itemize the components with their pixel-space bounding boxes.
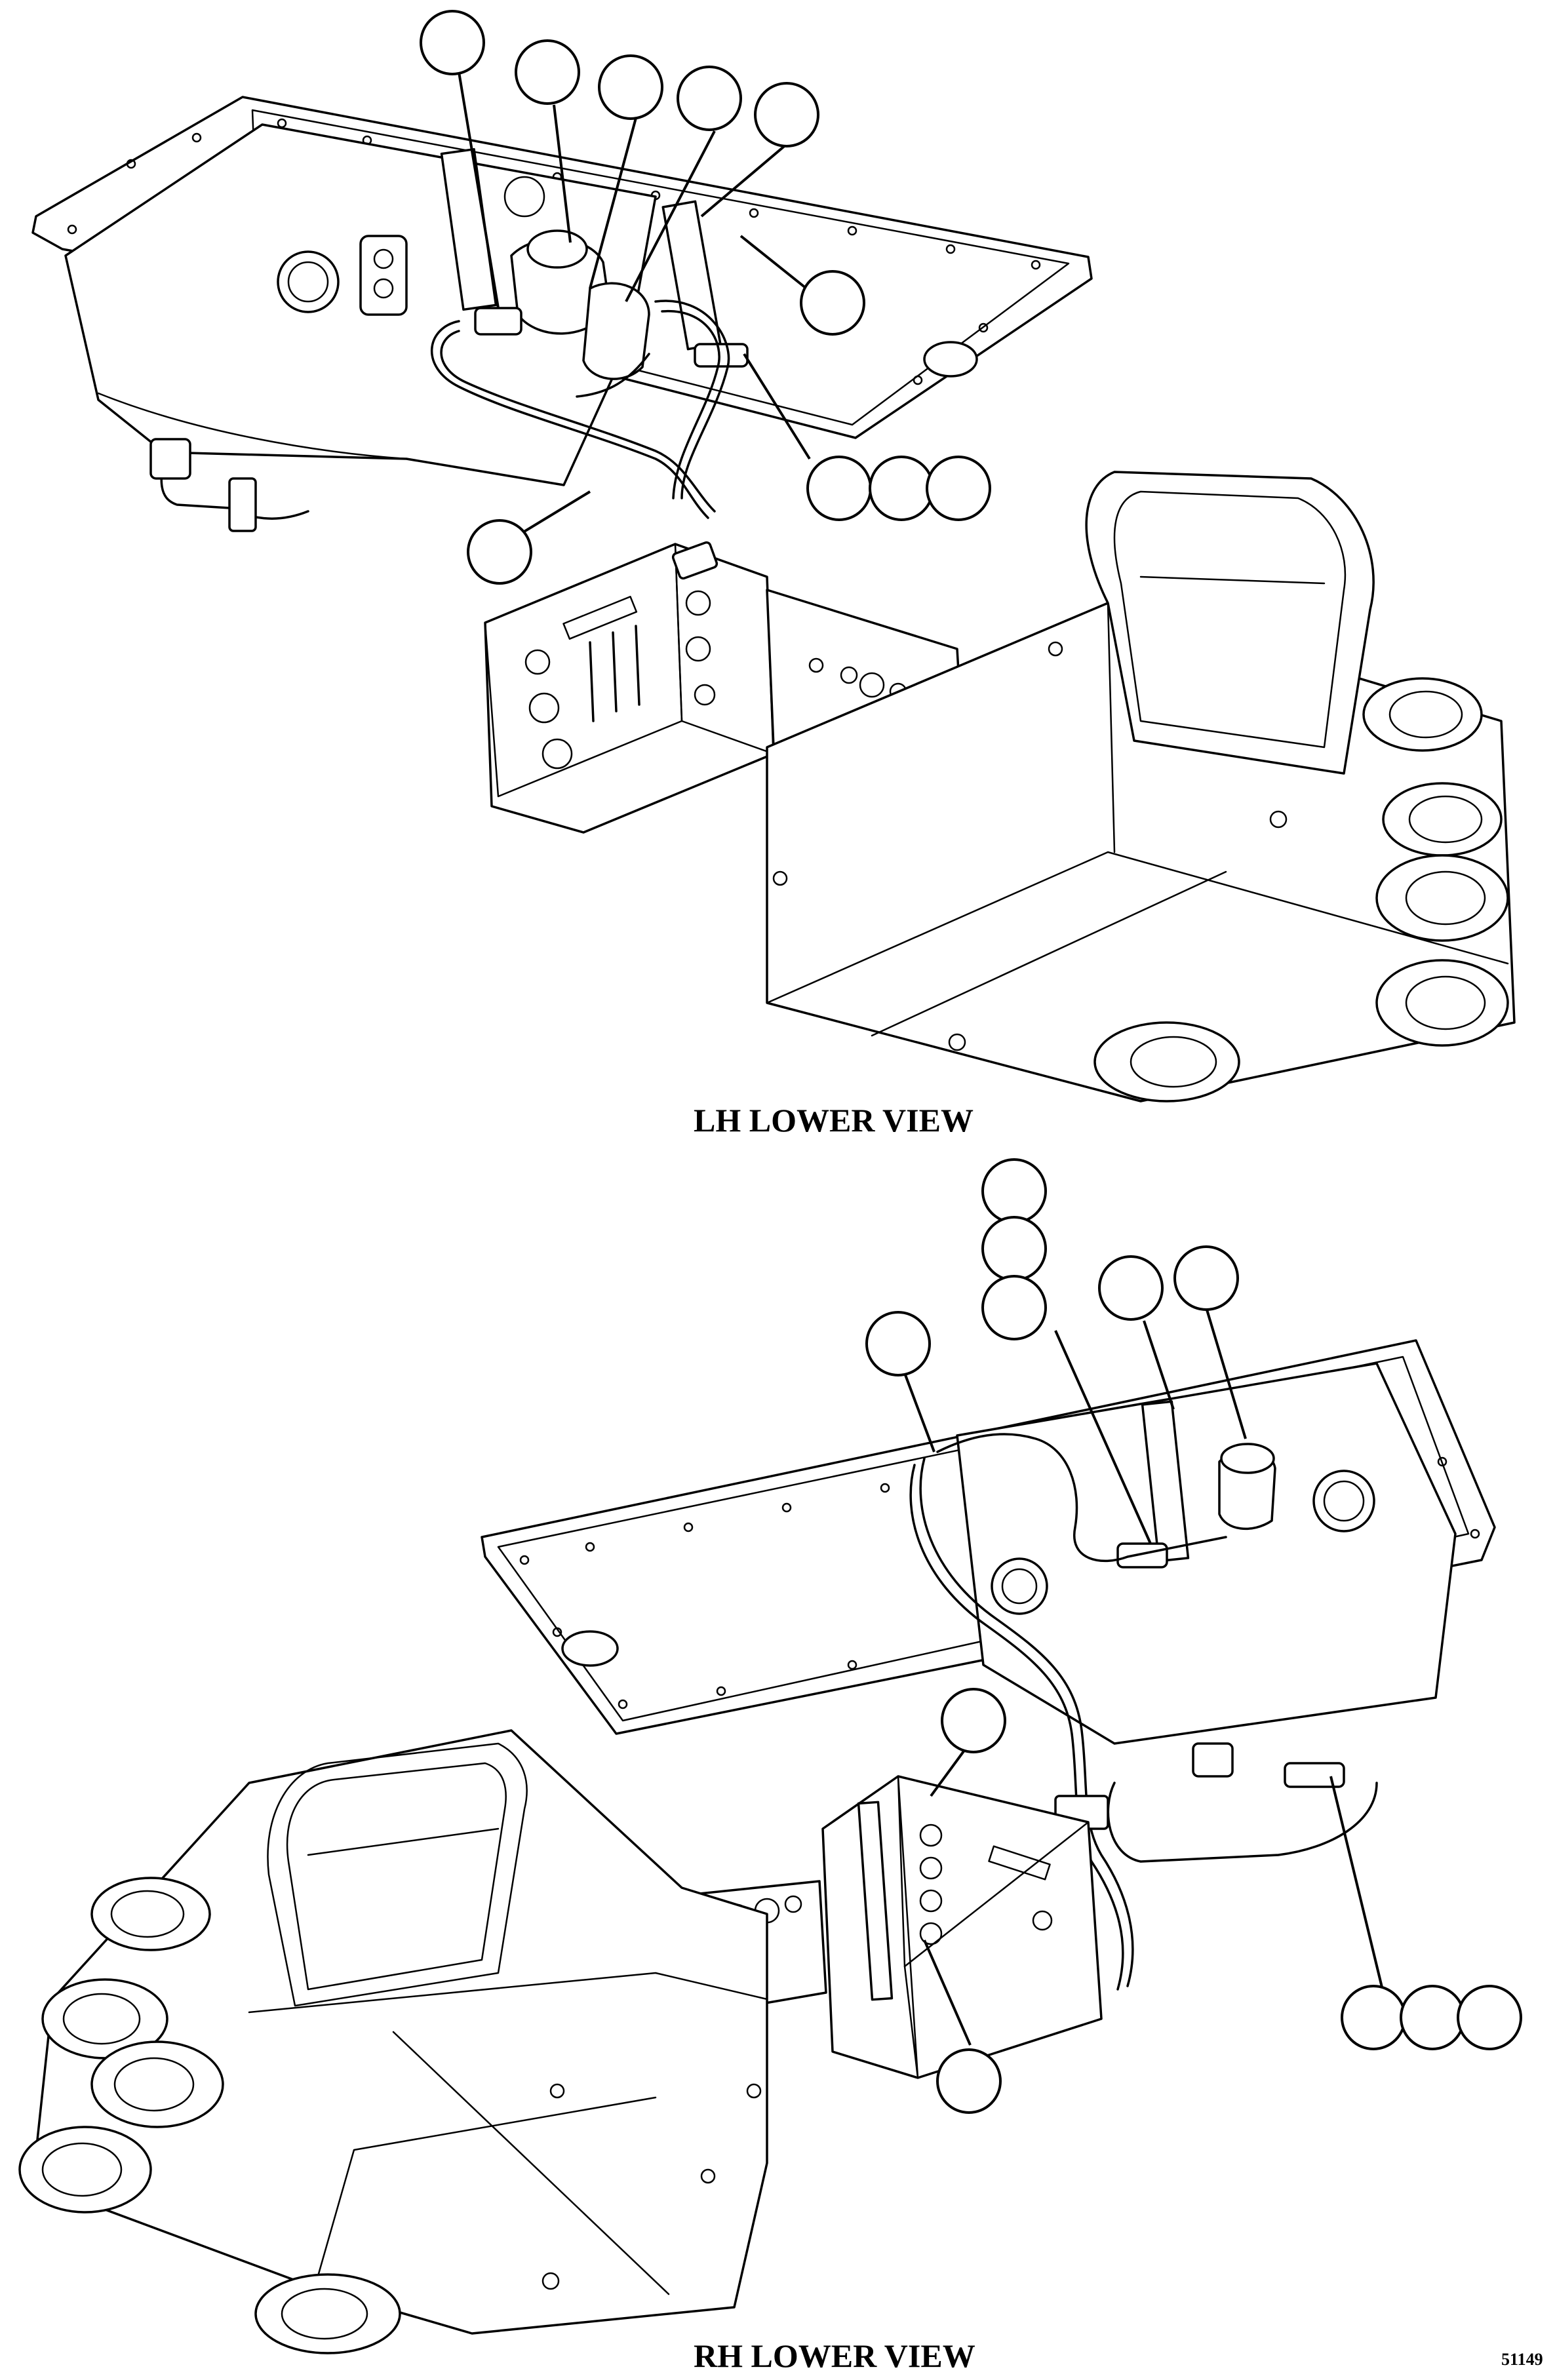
rh-frame-block [18, 1729, 768, 2354]
lh-wheel-lugs [1093, 677, 1509, 1102]
rh-callout-4 [865, 1311, 931, 1376]
rh-lower-view-drawing [18, 1158, 1522, 2354]
lh-callout-8 [869, 456, 934, 521]
rh-callout-9 [1400, 1985, 1465, 2050]
rh-callout-1 [981, 1158, 1047, 1224]
lh-lower-view-drawing [31, 10, 1516, 1102]
lh-callout-10 [467, 519, 532, 585]
lh-callout-5 [754, 82, 819, 147]
lh-housing [64, 123, 657, 532]
rh-callout-6 [1173, 1245, 1239, 1311]
lh-plate-bolt-holes [67, 118, 1041, 385]
rh-housing [909, 1362, 1457, 1991]
lh-view-title: LH LOWER VIEW [694, 1102, 974, 1139]
rh-callout-7 [941, 1688, 1006, 1753]
rh-callout-8 [1341, 1985, 1406, 2050]
rh-callout-5 [1098, 1255, 1164, 1321]
lh-switch-assembly [431, 147, 749, 519]
lh-callouts [420, 10, 991, 585]
rh-callout-3 [981, 1275, 1047, 1340]
lh-callout-3 [598, 54, 663, 120]
lh-callout-7 [806, 456, 872, 521]
rh-callout-2 [981, 1216, 1047, 1281]
lh-callout-2 [515, 39, 580, 105]
rh-callout-11 [936, 2048, 1002, 2114]
lh-callout-9 [926, 456, 991, 521]
rh-wheel-lugs [18, 1877, 401, 2354]
rh-callouts [865, 1158, 1522, 2114]
rh-callout-10 [1457, 1985, 1522, 2050]
figure-number: 51149 [1501, 2350, 1543, 2369]
lh-callout-6 [800, 270, 865, 336]
rh-view-title: RH LOWER VIEW [694, 2337, 975, 2374]
lh-callout-4 [677, 66, 742, 131]
lh-frame-block [766, 471, 1516, 1102]
lh-callout-1 [420, 10, 485, 75]
